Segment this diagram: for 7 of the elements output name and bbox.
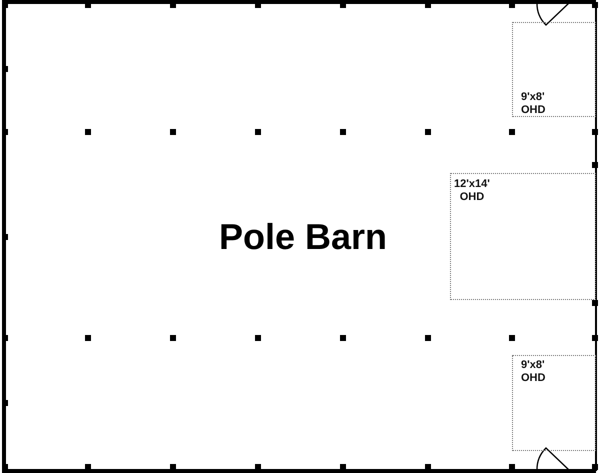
door-size-label: 9'x8' OHD [521,91,546,117]
overhead-door-area [450,173,596,300]
overhead-door-area [512,22,596,117]
room-name: Pole Barn [219,216,388,258]
overhead-door-area [512,355,596,451]
door-size-label: 9'x8' OHD [521,359,546,385]
door-size-label: 12'x14' OHD [454,178,490,204]
